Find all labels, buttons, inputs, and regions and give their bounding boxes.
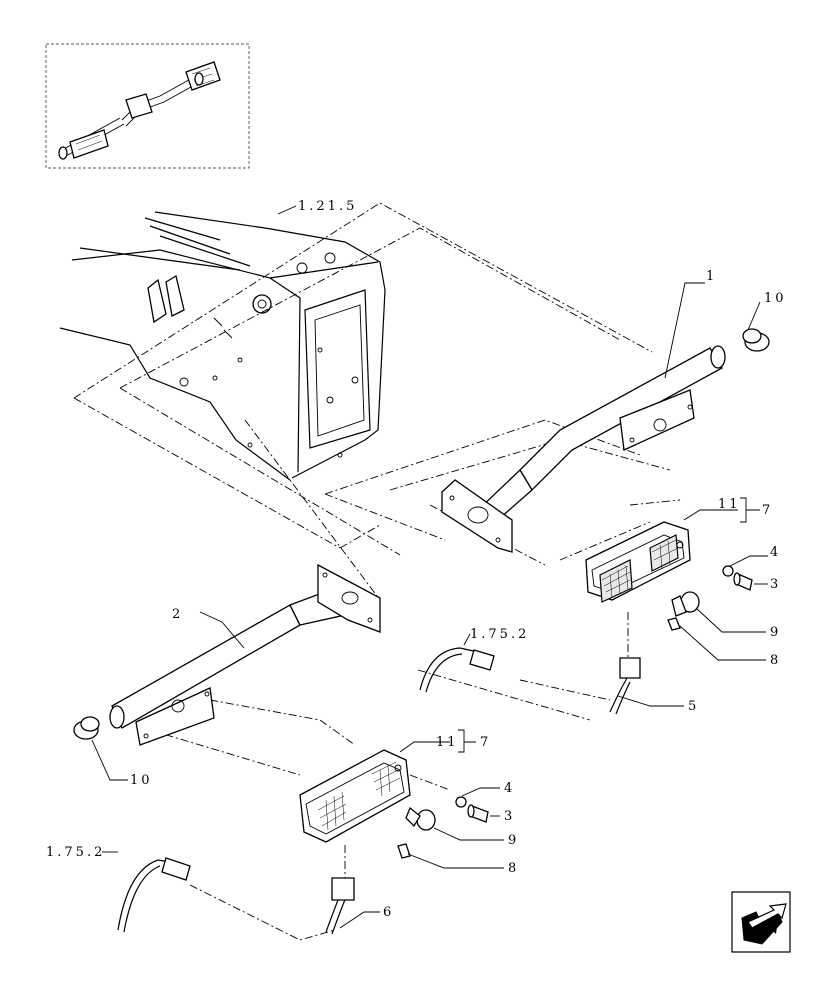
callout-8-top: 8 — [770, 653, 781, 668]
callout-5: 5 — [688, 699, 699, 714]
callout-10-bottom: 10 — [130, 773, 153, 788]
callout-3-bottom: 3 — [504, 809, 515, 824]
callout-2: 2 — [172, 607, 183, 622]
thumbnail-inset — [45, 43, 250, 169]
callout-ref-1-75-2-top: 1.75.2 — [470, 627, 529, 642]
part-2-left-bracket — [109, 563, 381, 746]
cap-10-top — [742, 328, 770, 352]
callout-11-bottom: 11 — [436, 735, 459, 750]
bulbs-bottom — [397, 806, 436, 859]
callout-1: 1 — [706, 269, 717, 284]
next-page-arrow-icon[interactable] — [731, 891, 791, 953]
callout-9-top: 9 — [770, 625, 781, 640]
callout-4-top: 4 — [770, 545, 781, 560]
tractor-frame — [59, 211, 386, 481]
harness-bottom — [117, 857, 355, 935]
callout-labels: 1.21.5 1 10 11 7 4 3 9 8 1.75.2 5 2 10 1… — [46, 199, 787, 920]
bulbs-top — [667, 591, 700, 631]
callout-9-bottom: 9 — [508, 833, 519, 848]
leader-lines — [91, 205, 768, 929]
callout-10-top: 10 — [764, 291, 787, 306]
callout-8-bottom: 8 — [508, 861, 519, 876]
callout-ref-1-75-2-bottom: 1.75.2 — [46, 845, 105, 860]
lamp-11-bottom — [299, 749, 411, 843]
callout-3-top: 3 — [770, 577, 781, 592]
callout-4-bottom: 4 — [504, 781, 515, 796]
bolt-washer-top — [722, 565, 753, 591]
bolt-washer-bottom — [455, 796, 489, 823]
harness-top — [419, 647, 641, 715]
cap-10-bottom — [73, 716, 100, 740]
part-1-right-bracket — [441, 345, 726, 553]
callout-ref-1-21-5: 1.21.5 — [298, 199, 357, 214]
callout-7-bottom: 7 — [480, 735, 491, 750]
callout-6: 6 — [383, 905, 394, 920]
callout-11-top: 11 — [718, 497, 741, 512]
lamp-11-top — [585, 521, 691, 603]
callout-7-top: 7 — [762, 503, 773, 518]
